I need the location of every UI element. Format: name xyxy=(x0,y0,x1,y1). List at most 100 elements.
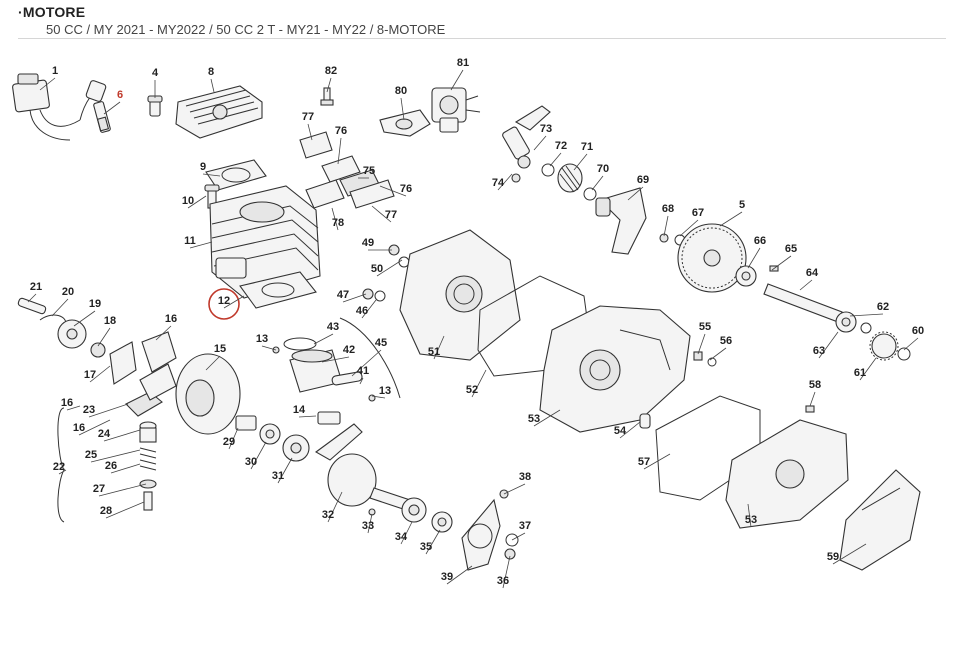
callout-part-68[interactable]: 68 xyxy=(662,203,674,237)
callout-part-38[interactable]: 38 xyxy=(503,471,531,495)
callout-part-27[interactable]: 27 xyxy=(93,483,147,497)
callout-part-74[interactable]: 74 xyxy=(492,173,513,191)
callout-part-73[interactable]: 73 xyxy=(533,123,552,151)
callout-number: 70 xyxy=(597,163,609,175)
callout-part-6[interactable]: 6 xyxy=(103,89,123,115)
callout-part-64[interactable]: 64 xyxy=(799,267,819,291)
callout-part-63[interactable]: 63 xyxy=(813,331,839,359)
callout-part-29[interactable]: 29 xyxy=(223,427,239,450)
callout-part-34[interactable]: 34 xyxy=(395,521,413,545)
page-header: ·MOTORE 50 CC / MY 2021 - MY2022 / 50 CC… xyxy=(0,0,960,39)
callout-part-70[interactable]: 70 xyxy=(591,163,609,191)
leader-line xyxy=(809,391,816,407)
callout-part-11[interactable]: 11 xyxy=(184,235,213,249)
leader-line xyxy=(97,327,111,347)
callout-part-67[interactable]: 67 xyxy=(679,207,704,237)
callout-part-13[interactable]: 13 xyxy=(371,385,391,399)
callout-part-53[interactable]: 53 xyxy=(745,503,757,528)
callout-part-32[interactable]: 32 xyxy=(322,491,343,523)
callout-part-26[interactable]: 26 xyxy=(105,460,141,474)
callout-part-47[interactable]: 47 xyxy=(337,289,367,303)
callout-part-75[interactable]: 75 xyxy=(358,165,375,179)
callout-part-28[interactable]: 28 xyxy=(100,501,145,519)
callout-part-20[interactable]: 20 xyxy=(51,286,74,317)
callout-part-58[interactable]: 58 xyxy=(809,379,821,407)
callout-number: 27 xyxy=(93,483,105,495)
callout-part-77[interactable]: 77 xyxy=(302,111,314,141)
callout-part-19[interactable]: 19 xyxy=(73,298,101,327)
callout-part-45[interactable]: 45 xyxy=(351,337,387,377)
leader-line xyxy=(709,347,727,361)
callout-part-52[interactable]: 52 xyxy=(466,369,487,398)
callout-part-25[interactable]: 25 xyxy=(85,449,141,463)
callout-part-24[interactable]: 24 xyxy=(98,428,141,442)
callout-part-16[interactable]: 16 xyxy=(61,397,81,411)
callout-part-5[interactable]: 5 xyxy=(719,199,745,227)
callout-part-51[interactable]: 51 xyxy=(428,335,445,360)
callout-part-15[interactable]: 15 xyxy=(205,343,226,371)
callout-part-39[interactable]: 39 xyxy=(441,565,473,585)
callout-part-30[interactable]: 30 xyxy=(245,441,267,470)
callout-part-61[interactable]: 61 xyxy=(854,357,877,381)
callout-part-82[interactable]: 82 xyxy=(325,65,337,93)
callout-part-55[interactable]: 55 xyxy=(697,321,711,355)
callout-number: 69 xyxy=(637,174,649,186)
callout-number: 6 xyxy=(117,89,123,101)
callout-part-54[interactable]: 54 xyxy=(614,421,641,439)
callout-number: 43 xyxy=(327,321,339,333)
breadcrumb: 50 CC / MY 2021 - MY2022 / 50 CC 2 T - M… xyxy=(46,22,446,37)
callout-part-33[interactable]: 33 xyxy=(362,513,374,534)
callout-part-77[interactable]: 77 xyxy=(371,205,397,223)
callout-part-53[interactable]: 53 xyxy=(528,409,561,427)
callout-part-36[interactable]: 36 xyxy=(497,555,511,589)
callout-number: 16 xyxy=(61,397,73,409)
callout-part-1[interactable]: 1 xyxy=(39,65,58,91)
callout-part-59[interactable]: 59 xyxy=(827,543,867,565)
callout-part-41[interactable]: 41 xyxy=(357,365,369,385)
callout-part-76[interactable]: 76 xyxy=(335,125,347,165)
callout-part-31[interactable]: 31 xyxy=(272,457,293,484)
kickstart-assembly xyxy=(502,105,597,201)
callout-part-18[interactable]: 18 xyxy=(97,315,116,347)
callout-part-57[interactable]: 57 xyxy=(638,453,671,470)
leader-line xyxy=(503,483,526,495)
callout-part-66[interactable]: 66 xyxy=(747,235,766,269)
callout-part-78[interactable]: 78 xyxy=(331,207,344,231)
callout-part-69[interactable]: 69 xyxy=(627,174,649,201)
callout-part-21[interactable]: 21 xyxy=(27,281,42,303)
callout-part-50[interactable]: 50 xyxy=(371,259,403,277)
callout-part-46[interactable]: 46 xyxy=(356,299,377,319)
callout-part-37[interactable]: 37 xyxy=(511,520,531,541)
callout-part-23[interactable]: 23 xyxy=(83,403,129,418)
callout-part-71[interactable]: 71 xyxy=(573,141,593,171)
callout-part-9[interactable]: 9 xyxy=(200,161,221,177)
callout-part-65[interactable]: 65 xyxy=(771,243,797,271)
leader-line xyxy=(533,409,561,427)
callout-number: 54 xyxy=(614,425,627,437)
callout-part-10[interactable]: 10 xyxy=(182,195,207,209)
callout-part-49[interactable]: 49 xyxy=(362,237,392,251)
callout-part-16[interactable]: 16 xyxy=(155,313,177,341)
leader-line xyxy=(799,279,813,291)
leader-line xyxy=(155,325,172,341)
callout-part-17[interactable]: 17 xyxy=(84,365,111,383)
callout-part-4[interactable]: 4 xyxy=(152,67,159,98)
callout-part-81[interactable]: 81 xyxy=(450,57,469,91)
callout-part-13[interactable]: 13 xyxy=(256,333,277,351)
callout-part-42[interactable]: 42 xyxy=(321,344,355,363)
callout-part-22[interactable]: 22 xyxy=(53,461,67,475)
callout-number: 10 xyxy=(182,195,194,207)
callout-part-62[interactable]: 62 xyxy=(849,301,889,317)
leader-line xyxy=(110,463,141,474)
callout-part-14[interactable]: 14 xyxy=(293,404,317,418)
callout-part-35[interactable]: 35 xyxy=(420,529,441,555)
callout-part-12[interactable]: 12 xyxy=(218,295,245,309)
callout-part-72[interactable]: 72 xyxy=(549,140,567,167)
callout-part-80[interactable]: 80 xyxy=(395,85,407,121)
callout-part-76[interactable]: 76 xyxy=(379,183,412,197)
callout-part-16[interactable]: 16 xyxy=(73,419,111,436)
callout-part-60[interactable]: 60 xyxy=(903,325,924,351)
callout-part-56[interactable]: 56 xyxy=(709,335,732,361)
callout-part-43[interactable]: 43 xyxy=(313,321,339,345)
callout-part-8[interactable]: 8 xyxy=(208,66,215,93)
